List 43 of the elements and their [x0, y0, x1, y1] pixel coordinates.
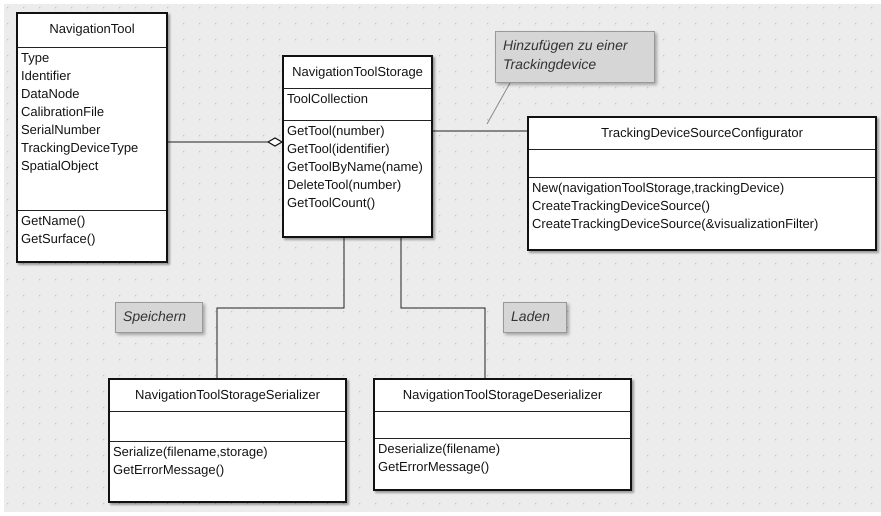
- class-box: [282, 55, 433, 238]
- method-text: GetSurface(): [21, 230, 96, 248]
- attribute-text: TrackingDeviceType: [21, 139, 140, 157]
- note-text: Hinzufügen zu einer Trackingdevice: [503, 37, 628, 72]
- attribute-text: Type: [21, 49, 50, 67]
- attribute-text: CalibrationFile: [21, 103, 106, 121]
- note-text: Speichern: [123, 308, 186, 324]
- note-box: [115, 302, 203, 333]
- class-box: [108, 378, 347, 503]
- method-text: GetToolCount(): [287, 194, 376, 212]
- method-text: CreateTrackingDeviceSource(): [532, 197, 711, 215]
- method-text: GetToolByName(name): [287, 158, 424, 176]
- class-name: NavigationTool: [48, 20, 136, 38]
- class-name: NavigationToolStorage: [291, 63, 424, 81]
- method-text: Serialize(filename,storage): [113, 443, 269, 461]
- method-text: GetTool(identifier): [287, 140, 391, 158]
- method-text: New(navigationToolStorage,trackingDevice): [532, 179, 786, 197]
- attribute-text: SerialNumber: [21, 121, 102, 139]
- method-text: GetErrorMessage(): [378, 458, 490, 476]
- method-text: GetTool(number): [287, 122, 386, 140]
- leader-line: [486, 82, 510, 124]
- attribute-text: SpatialObject: [21, 157, 100, 175]
- class-name: NavigationToolStorageSerializer: [134, 386, 321, 404]
- association-line: [400, 238, 486, 378]
- method-text: GetName(): [21, 212, 86, 230]
- class-box: [16, 12, 168, 263]
- note-box: [503, 302, 567, 333]
- attribute-text: DataNode: [21, 85, 81, 103]
- class-name: NavigationToolStorageDeserializer: [402, 386, 604, 404]
- class-name: TrackingDeviceSourceConfigurator: [600, 124, 804, 142]
- note-text: Laden: [511, 308, 550, 324]
- method-text: GetErrorMessage(): [113, 461, 226, 479]
- class-box: [527, 116, 877, 251]
- method-text: CreateTrackingDeviceSource(&visualizationFilter): [532, 215, 820, 233]
- aggregation-line: [168, 137, 283, 147]
- attribute-text: ToolCollection: [287, 90, 369, 108]
- association-line: [432, 130, 528, 132]
- method-text: DeleteTool(number): [287, 176, 402, 194]
- method-text: Deserialize(filename): [378, 440, 502, 458]
- note-box: [495, 31, 655, 83]
- association-line: [216, 238, 344, 378]
- class-box: [373, 378, 632, 491]
- attribute-text: Identifier: [21, 67, 72, 85]
